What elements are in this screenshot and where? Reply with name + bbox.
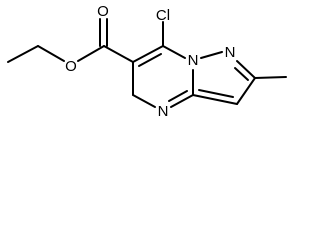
atom-label-o-carbonyl: O [97, 3, 109, 20]
bond-c3a-n4-inner [168, 90, 188, 102]
bond-c3-c3a [192, 94, 238, 105]
bond-c2-c3 [236, 77, 256, 105]
atom-label-n-pyrimidine: N [158, 103, 169, 120]
bond-n1-n2 [200, 51, 223, 59]
bond-c7-n1 [162, 45, 186, 59]
bond-ethyl-ch2-o [37, 45, 65, 62]
atom-label-o-ester: O [65, 58, 77, 75]
atom-label-cl: Cl [156, 7, 170, 24]
atom-label-n-bridge: N [188, 52, 199, 69]
molecule-structure-diagram: Cl O O N N N [7, 3, 287, 120]
atom-label-n-pyrazole: N [225, 44, 236, 61]
bond-o-carbonyl-carbon [77, 45, 105, 62]
bond-n2-c2 [236, 60, 256, 79]
bond-c6-c7-inner [138, 53, 162, 67]
bond-c6-c7 [132, 45, 164, 63]
bond-carbonyl-ring [103, 45, 134, 63]
bond-c2-methyl [254, 76, 287, 79]
bond-ethyl-methyl [7, 45, 39, 63]
bond-n2-c2-inner [234, 67, 249, 81]
bond-c3-c3a-inner [198, 89, 234, 98]
bond-n4-c5 [132, 94, 156, 108]
bond-c3a-n4 [170, 94, 194, 108]
